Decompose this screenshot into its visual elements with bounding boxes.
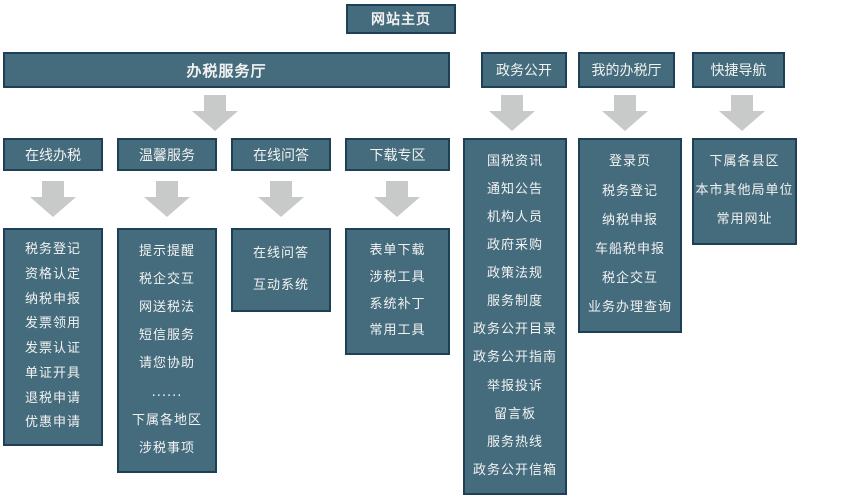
list-item: 政府采购 [486, 238, 543, 254]
list-item: 资格认定 [24, 266, 81, 282]
list-item: 政务公开信箱 [472, 462, 557, 478]
gov-disclosure-list: 国税资讯 通知公告 机构人员 政府采购 政策法规 服务制度 政务公开目录 政务公… [463, 138, 567, 495]
list-item: 政务公开指南 [472, 350, 557, 366]
list-item: 优惠申请 [24, 415, 81, 431]
list-item: 网送税法 [138, 300, 195, 316]
list-item: 提示提醒 [138, 243, 195, 259]
list-item: 国税资讯 [486, 153, 543, 169]
down-arrow-icon [374, 181, 420, 217]
list-item: 税务登记 [24, 242, 81, 258]
online-qa-node: 在线问答 [231, 138, 331, 171]
list-item: 互动系统 [252, 277, 309, 293]
list-item: 服务热线 [486, 434, 543, 450]
my-tax-hall-list: 登录页 税务登记 纳税申报 车船税申报 税企交互 业务办理查询 [578, 138, 682, 333]
list-item: 通知公告 [486, 181, 543, 197]
list-item: 退税申请 [24, 390, 81, 406]
down-arrow-icon [192, 95, 238, 131]
list-item: 税企交互 [138, 272, 195, 288]
list-item: 短信服务 [138, 328, 195, 344]
list-item: 纳税申报 [24, 291, 81, 307]
gov-disclosure-node: 政务公开 [481, 52, 567, 88]
list-item: 涉税工具 [369, 269, 426, 285]
list-item: 政策法规 [486, 266, 543, 282]
list-item: 政务公开目录 [472, 322, 557, 338]
down-arrow-icon [258, 181, 304, 217]
home-node: 网站主页 [346, 4, 456, 34]
list-item: 涉税事项 [138, 440, 195, 456]
down-arrow-icon [144, 181, 190, 217]
down-arrow-icon [719, 95, 765, 131]
list-item: 机构人员 [486, 210, 543, 226]
down-arrow-icon [489, 95, 535, 131]
list-item: 登录页 [608, 154, 651, 170]
list-item: 服务制度 [486, 294, 543, 310]
my-tax-hall-node: 我的办税厅 [578, 52, 675, 88]
quick-nav-list: 下属各县区 本市其他局单位 常用网址 [692, 138, 797, 245]
list-item: 下属各县区 [709, 154, 780, 170]
list-item: 下属各地区 [131, 412, 202, 428]
list-item: 系统补丁 [369, 296, 426, 312]
list-item: 发票领用 [24, 316, 81, 332]
list-item: 税务登记 [601, 183, 658, 199]
list-item: 税企交互 [601, 271, 658, 287]
quick-nav-node: 快捷导航 [692, 52, 785, 88]
download-zone-list: 表单下载 涉税工具 系统补丁 常用工具 [345, 228, 450, 355]
online-tax-list: 税务登记 资格认定 纳税申报 发票领用 发票认证 单证开具 退税申请 优惠申请 [3, 228, 103, 446]
list-item: 表单下载 [369, 243, 426, 259]
warm-service-node: 温馨服务 [117, 138, 217, 171]
tax-service-hall-node: 办税服务厅 [3, 52, 450, 88]
list-item: ...... [151, 384, 183, 400]
list-item: 纳税申报 [601, 212, 658, 228]
online-tax-node: 在线办税 [3, 138, 103, 171]
list-item: 业务办理查询 [587, 300, 672, 316]
online-qa-list: 在线问答 互动系统 [231, 228, 331, 312]
list-item: 车船税申报 [594, 241, 665, 257]
down-arrow-icon [30, 181, 76, 217]
list-item: 留言板 [493, 406, 536, 422]
list-item: 举报投诉 [486, 378, 543, 394]
list-item: 常用工具 [369, 323, 426, 339]
warm-service-list: 提示提醒 税企交互 网送税法 短信服务 请您协助 ...... 下属各地区 涉税… [117, 228, 217, 473]
list-item: 单证开具 [24, 365, 81, 381]
list-item: 请您协助 [138, 356, 195, 372]
download-zone-node: 下载专区 [345, 138, 450, 171]
down-arrow-icon [602, 95, 648, 131]
list-item: 常用网址 [716, 212, 773, 228]
list-item: 在线问答 [252, 245, 309, 261]
list-item: 发票认证 [24, 341, 81, 357]
list-item: 本市其他局单位 [695, 183, 794, 199]
